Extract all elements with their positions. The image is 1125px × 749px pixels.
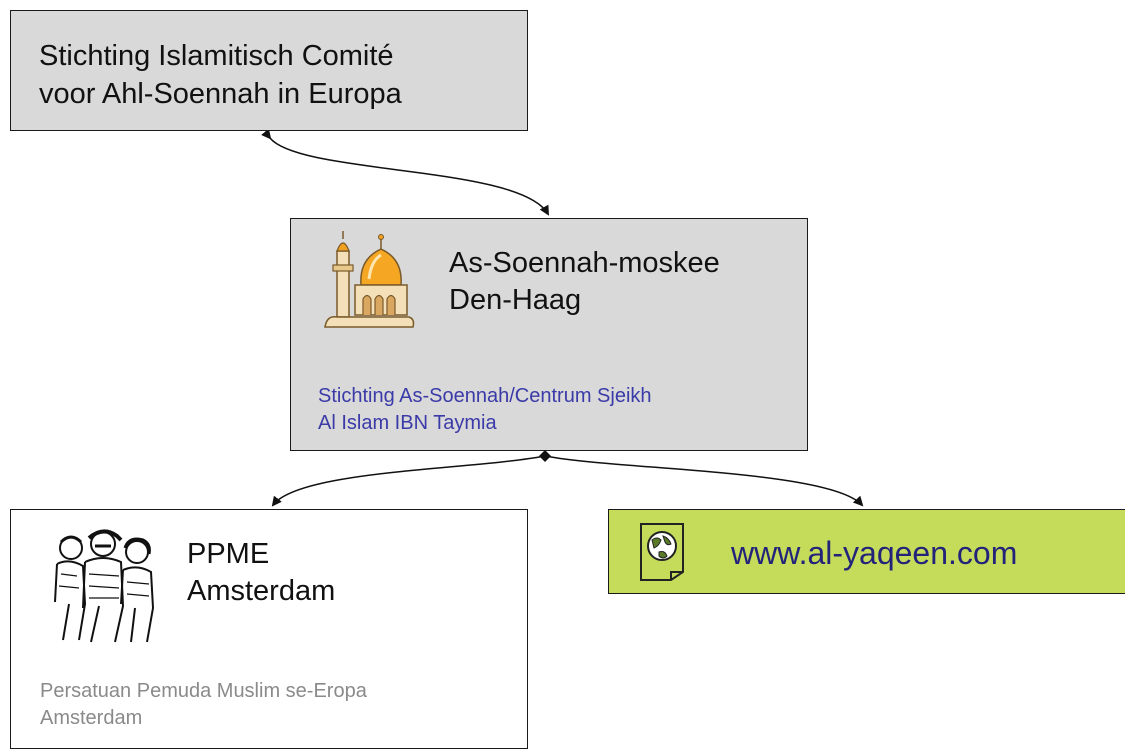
connector-mosque-website [544, 455, 864, 507]
mosque-title-line-2: Den-Haag [449, 284, 582, 316]
mosque-title-line-1: As-Soennah-moskee [449, 247, 720, 279]
ppme-title-line-1: PPME [187, 538, 270, 570]
ppme-subtitle-line-1: Persatuan Pemuda Muslim se-Eropa [40, 680, 367, 702]
web-page-globe-icon [640, 523, 684, 581]
mosque-icon [324, 231, 415, 328]
ppme-title-line-2: Amsterdam [187, 575, 336, 607]
ppme-title: PPME Amsterdam [187, 536, 335, 610]
group-of-people-icon [54, 529, 155, 643]
mosque-subtitle: Stichting As-Soennah/Centrum Sjeikh Al I… [318, 383, 652, 437]
node-ppme: PPME Amsterdam Persatuan Pemuda Muslim s… [10, 509, 528, 749]
connector-mosque-ppme [271, 455, 546, 507]
node-committee: Stichting Islamitisch Comité voor Ahl-So… [10, 10, 528, 131]
connector-junction-diamond [539, 450, 551, 462]
committee-title-line-2: voor Ahl-Soennah in Europa [39, 78, 402, 110]
mosque-subtitle-line-1: Stichting As-Soennah/Centrum Sjeikh [318, 385, 652, 407]
website-url-link[interactable]: www.al-yaqeen.com [731, 535, 1018, 571]
mosque-title: As-Soennah-moskee Den-Haag [449, 245, 720, 319]
connector-committee-mosque [261, 128, 549, 216]
ppme-subtitle-line-2: Amsterdam [40, 707, 143, 729]
ppme-subtitle: Persatuan Pemuda Muslim se-Eropa Amsterd… [40, 678, 367, 732]
node-website: www.al-yaqeen.com [608, 509, 1125, 594]
committee-title: Stichting Islamitisch Comité voor Ahl-So… [39, 37, 402, 113]
mosque-subtitle-line-2: Al Islam IBN Taymia [318, 412, 497, 434]
node-mosque: As-Soennah-moskee Den-Haag Stichting As-… [290, 218, 808, 451]
committee-title-line-1: Stichting Islamitisch Comité [39, 40, 394, 72]
